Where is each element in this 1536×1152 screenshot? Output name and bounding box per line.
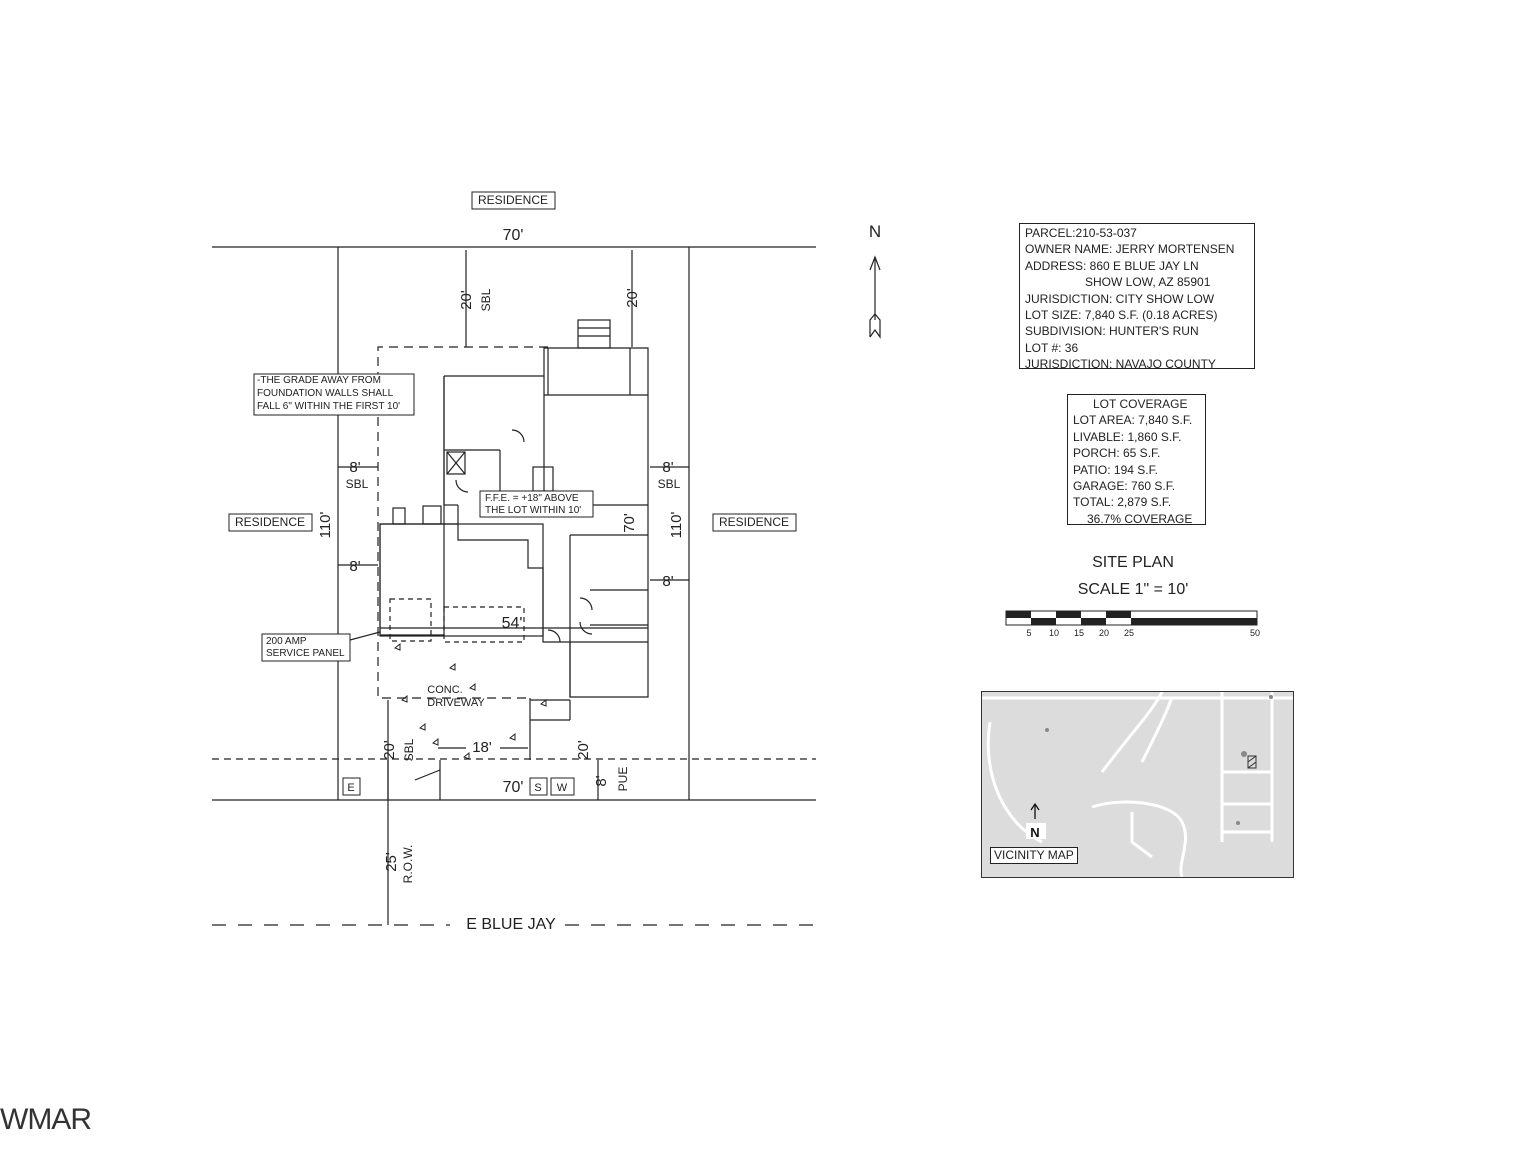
sbl-left-lower-dim: 8' bbox=[349, 558, 360, 575]
address-line-2: SHOW LOW, AZ 85901 bbox=[1085, 275, 1211, 290]
sbl-top-right-dim: 20' bbox=[624, 288, 641, 308]
coverage-patio: PATIO: 194 S.F. bbox=[1073, 462, 1158, 477]
sbl-right-upper-label: SBL bbox=[658, 477, 681, 491]
utility-s-box bbox=[529, 777, 548, 796]
dim-right-label: 110' bbox=[668, 511, 685, 538]
sbl-bottom-left-dim: 20' bbox=[381, 740, 398, 760]
conc-label: CONC. bbox=[427, 684, 462, 696]
site-plan-title: SITE PLAN bbox=[1092, 554, 1174, 571]
ffe-note-box bbox=[479, 490, 594, 518]
watermark-logo: WMAR bbox=[0, 1103, 92, 1136]
coverage-lot-area: LOT AREA: 7,840 S.F. bbox=[1073, 413, 1193, 428]
graphic-scale-bar: 5 10 15 20 25 50 bbox=[1005, 610, 1260, 638]
residence-west-label: RESIDENCE bbox=[235, 515, 305, 529]
residence-north-box bbox=[471, 191, 556, 210]
ffe-note-line-2: THE LOT WITHIN 10' bbox=[485, 505, 581, 516]
sbl-left-upper-label: SBL bbox=[346, 477, 369, 491]
dim-house-width-label: 54' bbox=[502, 615, 523, 632]
scale-tick-5: 5 bbox=[1026, 628, 1031, 638]
address-line-1: ADDRESS: 860 E BLUE JAY LN bbox=[1025, 258, 1199, 273]
panel-note-line-1: 200 AMP bbox=[266, 636, 307, 647]
coverage-garage: GARAGE: 760 S.F. bbox=[1073, 479, 1176, 494]
dim-bottom-label: 70' bbox=[503, 779, 524, 796]
site-plan-title-block: SITE PLAN SCALE 1" = 10' bbox=[1040, 549, 1226, 603]
street-name: E BLUE JAY bbox=[466, 916, 556, 933]
sbl-top-left-dim: 20' bbox=[458, 290, 475, 310]
utility-w-label: W bbox=[557, 782, 568, 794]
vehicle-outline bbox=[443, 606, 525, 643]
lot-number: LOT #: 36 bbox=[1025, 340, 1079, 355]
vicinity-map: N VICINITY MAP bbox=[981, 691, 1294, 878]
scale-tick-50: 50 bbox=[1250, 628, 1260, 638]
grade-note-line-1: -THE GRADE AWAY FROM bbox=[257, 375, 381, 386]
vicinity-map-label: VICINITY MAP bbox=[990, 847, 1078, 864]
utility-e-label: E bbox=[347, 782, 354, 794]
pue-label: PUE bbox=[616, 767, 630, 792]
driveway-dim-label: 18' bbox=[472, 739, 492, 756]
scale-tick-15: 15 bbox=[1074, 628, 1084, 638]
pue-dim-label: 8' bbox=[593, 775, 610, 786]
jurisdiction-county: JURISDICTION: NAVAJO COUNTY bbox=[1025, 357, 1216, 372]
panel-note-line-2: SERVICE PANEL bbox=[266, 648, 345, 659]
ffe-note-line-1: F.F.E. = +18" ABOVE bbox=[485, 493, 579, 504]
setback-line bbox=[377, 346, 548, 699]
utility-e-box bbox=[342, 777, 361, 796]
grade-note-box bbox=[253, 373, 415, 416]
lot-coverage-box: LOT COVERAGE LOT AREA: 7,840 S.F. LIVABL… bbox=[1067, 394, 1206, 526]
owner-name: OWNER NAME: JERRY MORTENSEN bbox=[1025, 242, 1235, 257]
coverage-porch: PORCH: 65 S.F. bbox=[1073, 446, 1161, 461]
jurisdiction-city: JURISDICTION: CITY SHOW LOW bbox=[1025, 291, 1215, 306]
closet bbox=[446, 451, 466, 475]
dim-left-label: 110' bbox=[317, 511, 334, 538]
vicinity-north-label: N bbox=[1030, 825, 1039, 840]
sbl-top-left-label: SBL bbox=[479, 288, 493, 311]
scale-tick-25: 25 bbox=[1124, 628, 1134, 638]
residence-east-label: RESIDENCE bbox=[719, 515, 789, 529]
row-label: R.O.W. bbox=[401, 845, 415, 884]
residence-west-box bbox=[228, 513, 313, 532]
coverage-total: TOTAL: 2,879 S.F. bbox=[1073, 495, 1172, 510]
chimney bbox=[577, 319, 611, 349]
utility-s-label: S bbox=[534, 782, 541, 794]
utility-w-box bbox=[550, 777, 575, 796]
north-arrow-label: N bbox=[869, 222, 881, 241]
panel-leader bbox=[349, 631, 381, 641]
lot-size: LOT SIZE: 7,840 S.F. (0.18 ACRES) bbox=[1025, 308, 1218, 323]
parcel-number: PARCEL:210-53-037 bbox=[1025, 226, 1137, 240]
residence-north-label: RESIDENCE bbox=[478, 193, 548, 207]
dim-inner-70-label: 70' bbox=[621, 513, 638, 533]
row-dim-label: 25' bbox=[383, 852, 400, 872]
sbl-right-upper-dim: 8' bbox=[662, 459, 673, 476]
coverage-livable: LIVABLE: 1,860 S.F. bbox=[1073, 429, 1182, 444]
scale-tick-20: 20 bbox=[1099, 628, 1109, 638]
vehicle-outline bbox=[389, 598, 432, 642]
grade-note-line-3: FALL 6" WITHIN THE FIRST 10' bbox=[257, 401, 400, 412]
coverage-title: LOT COVERAGE bbox=[1093, 397, 1188, 411]
vicinity-map-roads: N bbox=[982, 692, 1293, 877]
driveway-label: DRIVEWAY bbox=[427, 697, 485, 709]
site-plan-scale: SCALE 1" = 10' bbox=[1077, 581, 1189, 598]
sbl-right-lower-dim: 8' bbox=[662, 573, 673, 590]
sbl-left-upper-dim: 8' bbox=[349, 459, 360, 476]
sbl-bottom-left-label: SBL bbox=[402, 738, 416, 761]
house-outline bbox=[379, 347, 649, 698]
coverage-percent: 36.7% COVERAGE bbox=[1087, 511, 1193, 526]
sbl-bottom-right-dim: 20' bbox=[575, 740, 592, 760]
dim-top-label: 70' bbox=[503, 227, 524, 244]
residence-east-box bbox=[712, 513, 797, 532]
subdivision: SUBDIVISION: HUNTER'S RUN bbox=[1025, 324, 1199, 339]
panel-note-box bbox=[261, 633, 351, 662]
grade-note-line-2: FOUNDATION WALLS SHALL bbox=[257, 388, 394, 399]
parcel-info-box: PARCEL:210-53-037 OWNER NAME: JERRY MORT… bbox=[1019, 223, 1255, 372]
scale-tick-10: 10 bbox=[1049, 628, 1059, 638]
